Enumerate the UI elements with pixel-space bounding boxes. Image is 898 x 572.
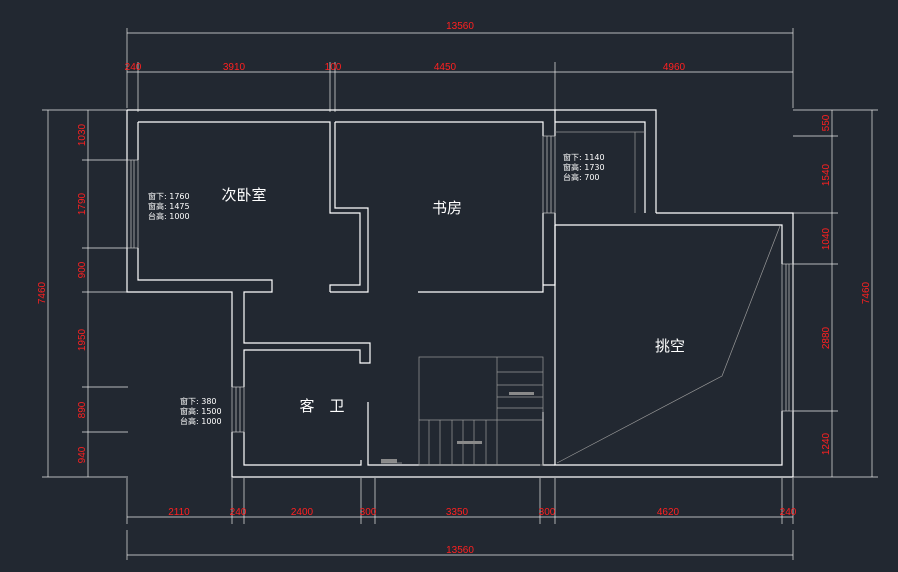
dimension-labels: 13560 240 3910 100 4450 4960 2110 240 24…: [37, 21, 872, 556]
top-dim-3: 100: [325, 62, 342, 73]
dimension-lines: [42, 28, 878, 560]
bottom-dim-4: 300: [360, 507, 377, 518]
right-dim-2: 1540: [821, 163, 832, 186]
room-label-study: 书房: [432, 199, 462, 217]
windows: [126, 135, 794, 433]
top-dim-1: 240: [125, 62, 142, 73]
bottom-dim-6: 300: [539, 507, 556, 518]
left-dim-6: 940: [77, 446, 88, 463]
bedroom-note-1: 窗下: 1760: [148, 191, 190, 201]
top-total-dim: 13560: [446, 21, 474, 32]
bath-note-2: 窗高: 1500: [180, 406, 222, 416]
study-note-1: 窗下: 1140: [563, 152, 605, 162]
bath-note-3: 台高: 1000: [180, 416, 222, 426]
walls: [126, 109, 794, 478]
window-notes: 窗下: 1760 窗高: 1475 台高: 1000 窗下: 1140 窗高: …: [148, 152, 605, 426]
bottom-dim-3: 2400: [291, 507, 314, 518]
bottom-dim-7: 4620: [657, 507, 680, 518]
bottom-dim-2: 240: [230, 507, 247, 518]
left-dim-1: 1030: [77, 123, 88, 146]
right-dim-1: 550: [821, 114, 832, 131]
left-dim-5: 890: [77, 401, 88, 418]
bath-window: [231, 386, 245, 433]
study-note-2: 窗高: 1730: [563, 162, 605, 172]
bedroom-window: [126, 159, 139, 249]
bottom-dim-1: 2110: [168, 507, 190, 518]
room-labels: 次卧室 书房 挑空 客 卫: [221, 186, 685, 415]
right-dim-5: 1240: [821, 432, 832, 455]
top-dim-4: 4450: [434, 62, 457, 73]
bedroom-note-3: 台高: 1000: [148, 211, 190, 221]
study-window: [542, 135, 556, 214]
study-note-3: 台高: 700: [563, 172, 600, 182]
room-label-bathroom: 客 卫: [299, 397, 344, 415]
left-dim-4: 1950: [77, 328, 88, 351]
staircase: [381, 356, 544, 466]
bath-note-1: 窗下: 380: [180, 396, 217, 406]
void-outline: [556, 225, 781, 464]
bottom-dim-5: 3350: [446, 507, 469, 518]
right-dim-3: 1040: [821, 227, 832, 250]
top-dim-2: 3910: [223, 62, 246, 73]
left-dim-2: 1790: [77, 192, 88, 215]
left-dim-3: 900: [77, 261, 88, 278]
top-dim-5: 4960: [663, 62, 686, 73]
bedroom-note-2: 窗高: 1475: [148, 201, 190, 211]
room-label-void: 挑空: [655, 337, 685, 355]
right-dim-4: 2880: [821, 326, 832, 349]
void-window: [781, 263, 794, 412]
room-label-bedroom: 次卧室: [221, 186, 266, 204]
right-total-dim: 7460: [861, 281, 872, 304]
left-total-dim: 7460: [37, 281, 48, 304]
bottom-dim-8: 240: [780, 507, 797, 518]
bottom-total-dim: 13560: [446, 545, 474, 556]
